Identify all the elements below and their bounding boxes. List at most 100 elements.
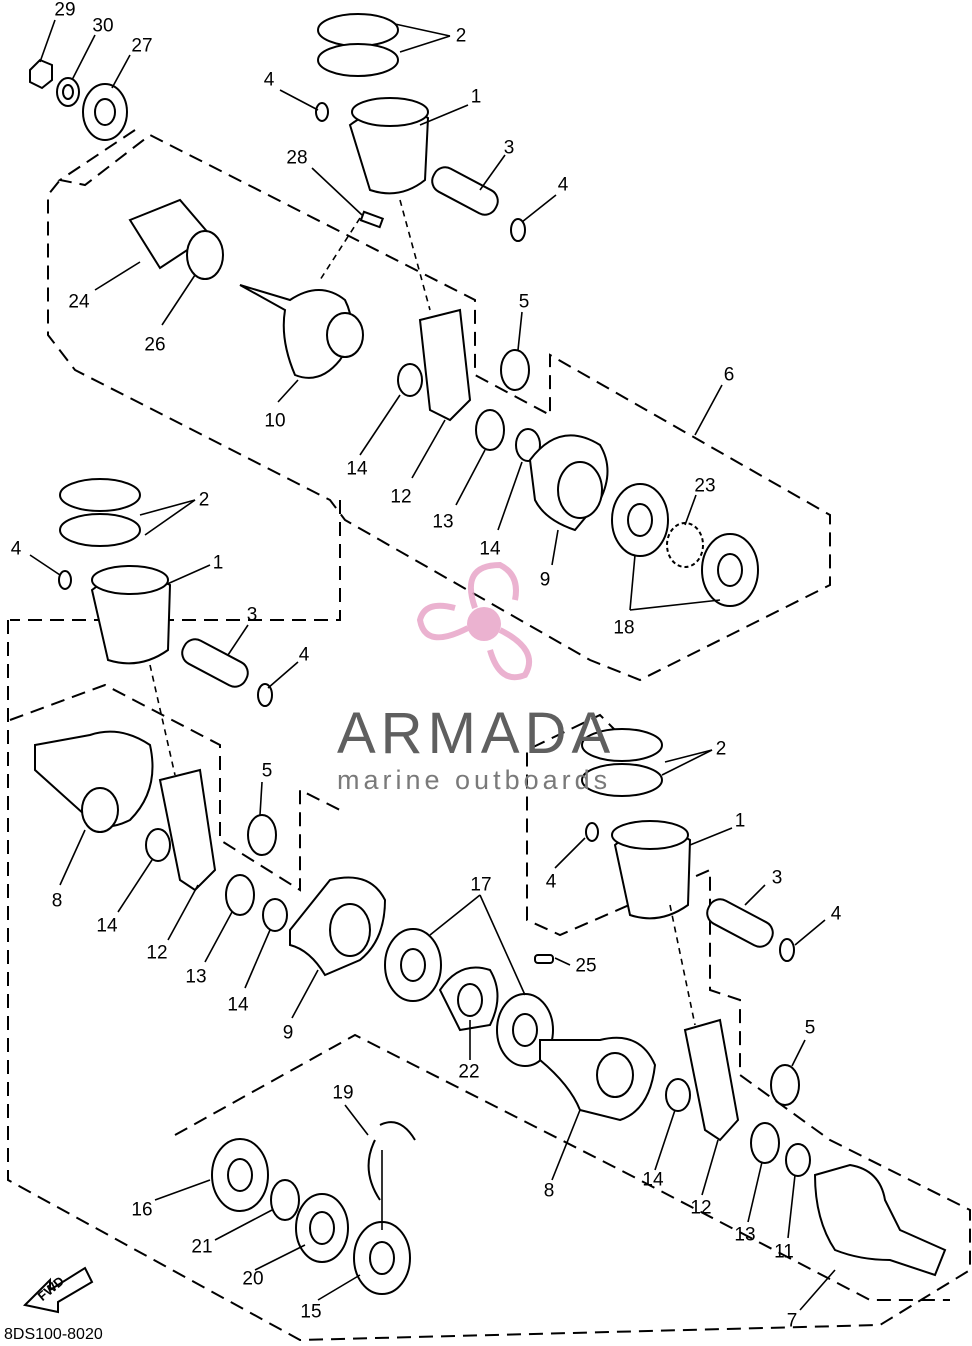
callout-3-top: 3 (503, 137, 515, 159)
callout-14-bottom: 14 (642, 1169, 664, 1191)
conrod-12-top (418, 308, 472, 422)
callout-2-top: 2 (455, 25, 467, 47)
watermark-brand: ARMADA (337, 701, 616, 766)
callout-11: 11 (774, 1241, 794, 1263)
callout-5-left: 5 (261, 760, 273, 782)
nut-29 (29, 58, 53, 90)
piston-ring-2-left (59, 478, 141, 512)
callout-23: 23 (694, 475, 716, 497)
callout-9-mid: 9 (282, 1022, 294, 1044)
washer-14 (397, 363, 423, 397)
callout-15: 15 (300, 1301, 322, 1323)
callout-7: 7 (786, 1310, 798, 1332)
drawing-code: 8DS100-8020 (4, 1326, 103, 1343)
callout-9-top: 9 (539, 569, 551, 591)
circlip-4e (585, 822, 599, 842)
callout-1-left: 1 (212, 552, 224, 574)
callout-12-left: 12 (146, 942, 168, 964)
pin-25 (534, 954, 554, 964)
ring-19 (379, 1121, 416, 1141)
callout-28: 28 (286, 147, 308, 169)
circlip-4 (315, 102, 329, 122)
callout-13-bottom: 13 (734, 1224, 756, 1246)
parts-top-section (29, 13, 759, 607)
washer-14c (145, 828, 171, 862)
piston-ring-2-right (581, 728, 663, 762)
callout-5-right: 5 (804, 1017, 816, 1039)
circlip-4d (257, 683, 273, 707)
callout-2-right: 2 (715, 738, 727, 760)
washer-14b (515, 428, 541, 462)
callout-14-top-right: 14 (479, 538, 501, 560)
callout-3-left: 3 (246, 604, 258, 626)
callout-8-left: 8 (51, 890, 63, 912)
callout-5-top: 5 (518, 291, 530, 313)
callout-8-bottom: 8 (543, 1180, 555, 1202)
callout-14-left: 14 (96, 915, 118, 937)
callout-4-left-right: 4 (298, 644, 310, 666)
circlip-4b (510, 218, 526, 242)
callout-2-left: 2 (198, 489, 210, 511)
callout-14-top: 14 (346, 458, 368, 480)
parts-bottom-section (211, 728, 947, 1295)
callout-1-right: 1 (734, 810, 746, 832)
callout-27: 27 (131, 35, 153, 57)
callout-18: 18 (613, 617, 635, 639)
piston-ring-2-top (317, 13, 399, 47)
key-28 (359, 210, 385, 229)
callout-16: 16 (131, 1199, 153, 1221)
crank-10 (239, 284, 353, 379)
callout-25: 25 (575, 955, 597, 977)
crank-7 (813, 1163, 947, 1277)
conrod-12-left (158, 768, 217, 892)
callout-12-bottom: 12 (690, 1197, 712, 1219)
piston-pin-3 (431, 166, 499, 216)
piston-pin-3b (181, 638, 249, 688)
callout-26: 26 (144, 334, 166, 356)
callout-6: 6 (723, 364, 735, 386)
seal-11 (785, 1143, 811, 1177)
callout-10: 10 (264, 410, 286, 432)
parts-middle-section (34, 478, 554, 1067)
circlip-4c (58, 570, 72, 590)
ring-23 (666, 522, 704, 568)
callout-4-right-far: 4 (830, 903, 842, 925)
bearing-13b (225, 874, 255, 916)
callout-14-mid: 14 (227, 994, 249, 1016)
callout-17: 17 (470, 874, 492, 896)
callout-29: 29 (54, 0, 76, 21)
bearing-13c (750, 1122, 780, 1164)
callout-24: 24 (68, 291, 90, 313)
bearing-5c (770, 1064, 800, 1106)
bearing-5 (500, 349, 530, 391)
dashed-center-lines (149, 199, 696, 1026)
callout-4-left: 4 (10, 538, 22, 560)
washer-14e (665, 1078, 691, 1112)
washer-21 (270, 1179, 300, 1221)
watermark-tagline: marine outboards (337, 765, 612, 795)
callout-20: 20 (242, 1268, 264, 1290)
callout-12-top: 12 (390, 486, 412, 508)
callout-19: 19 (332, 1082, 354, 1104)
callout-21: 21 (191, 1236, 213, 1258)
washer-14d (262, 898, 288, 932)
callout-4-right: 4 (545, 871, 557, 893)
piston-pin-3c (706, 898, 774, 948)
circlip-4f (779, 938, 795, 962)
callout-4-top-right: 4 (557, 174, 569, 196)
conrod-12-bottom (683, 1018, 740, 1142)
callout-1-top: 1 (470, 86, 482, 108)
bearing-13 (475, 409, 505, 451)
bearing-5b (247, 814, 277, 856)
callout-30: 30 (92, 15, 114, 37)
callout-4-top: 4 (263, 69, 275, 91)
armada-logo (416, 561, 532, 681)
leader-lines (29, 19, 836, 1311)
callout-13-top: 13 (432, 511, 454, 533)
callout-3-right: 3 (771, 867, 783, 889)
callout-22: 22 (458, 1061, 480, 1083)
collar-26 (186, 230, 224, 280)
fwd-arrow (22, 1266, 94, 1314)
